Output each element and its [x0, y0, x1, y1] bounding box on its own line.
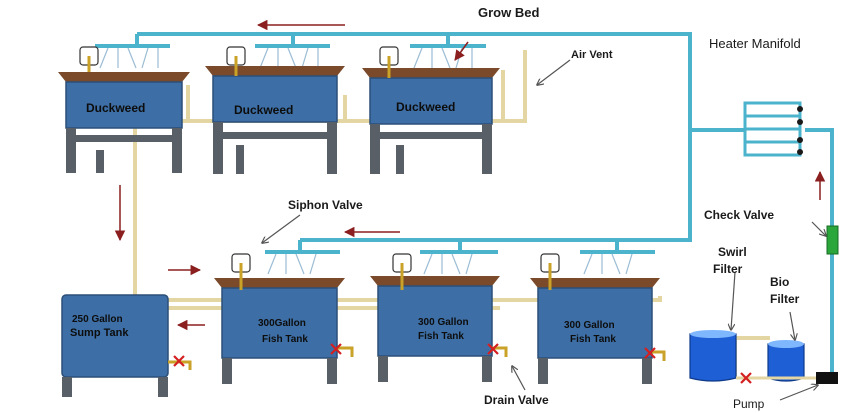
label-swirl-filter-line2: Filter	[713, 262, 743, 276]
sump-tank	[61, 294, 192, 397]
flow-arrows	[114, 19, 826, 331]
fish-tank-1-label-line1: 300Gallon	[258, 318, 306, 329]
label-air-vent: Air Vent	[571, 49, 613, 61]
sump-tank-label-line2: Sump Tank	[70, 327, 129, 339]
pump	[816, 372, 838, 384]
label-bio-filter-line1: Bio	[770, 275, 789, 289]
fish-tank-header-2	[420, 240, 498, 254]
grow-bed-header-3	[410, 34, 486, 48]
label-drain-valve: Drain Valve	[484, 393, 549, 407]
grow-bed-2-label: Duckweed	[234, 103, 293, 117]
heater-manifold	[743, 101, 803, 157]
fish-tank-header-3	[580, 240, 655, 254]
check-valve	[826, 225, 839, 255]
main-supply-pipe	[137, 32, 692, 242]
fish-tank-2-label-line2: Fish Tank	[418, 331, 464, 342]
fish-tank-1-label-line2: Fish Tank	[262, 334, 308, 345]
label-grow-bed: Grow Bed	[478, 5, 539, 20]
bio-filter	[767, 340, 805, 382]
swirl-filter	[689, 330, 737, 382]
label-check-valve: Check Valve	[704, 208, 774, 222]
label-pump: Pump	[733, 397, 765, 411]
sump-tank-label-line1: 250 Gallon	[72, 314, 123, 325]
grow-bed-3	[362, 46, 500, 174]
callout-arrows	[262, 59, 826, 401]
heater-return-pipe	[805, 128, 834, 375]
label-siphon-valve: Siphon Valve	[288, 198, 363, 212]
supply-pipe-network	[95, 32, 834, 375]
grow-bed-header-1	[95, 34, 170, 48]
grow-bed-header-2	[255, 34, 330, 48]
spray-nozzles-top	[99, 47, 633, 275]
label-heater-manifold: Heater Manifold	[709, 36, 801, 51]
fish-tank-3	[530, 253, 666, 384]
fish-tank-3-label-line1: 300 Gallon	[564, 320, 615, 331]
fish-tank-2-label-line1: 300 Gallon	[418, 317, 469, 328]
fish-tank-2	[370, 253, 508, 382]
fish-tank-3-label-line2: Fish Tank	[570, 334, 616, 345]
label-bio-filter-line2: Filter	[770, 292, 800, 306]
label-swirl-filter-line1: Swirl	[718, 245, 747, 259]
grow-bed-1-label: Duckweed	[86, 101, 145, 115]
grow-bed-2	[205, 46, 345, 174]
fish-tank-header-1	[265, 240, 340, 254]
grow-bed-1	[58, 46, 190, 173]
fish-tank-1	[214, 253, 354, 384]
grow-bed-3-label: Duckweed	[396, 100, 455, 114]
drain-valve-marks	[173, 343, 752, 384]
